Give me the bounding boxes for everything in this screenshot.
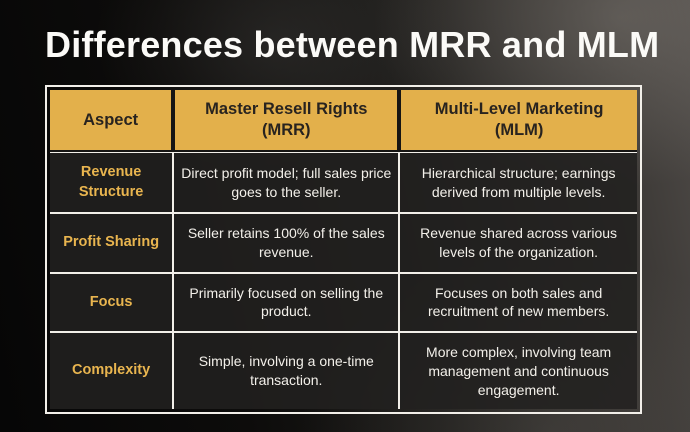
- column-header-aspect: Aspect: [50, 90, 174, 153]
- table-header-row: Aspect Master Resell Rights (MRR) Multi-…: [50, 90, 637, 153]
- mlm-value-cell: Focuses on both sales and recruitment of…: [399, 272, 637, 333]
- table-row-focus: Focus Primarily focused on selling the p…: [50, 272, 637, 333]
- aspect-label: Focus: [50, 272, 174, 333]
- aspect-label: Complexity: [50, 332, 174, 410]
- aspect-label: Revenue Structure: [50, 152, 174, 214]
- table-row-profit-sharing: Profit Sharing Seller retains 100% of th…: [50, 213, 637, 273]
- comparison-table-frame: Aspect Master Resell Rights (MRR) Multi-…: [45, 85, 642, 415]
- mrr-value-cell: Direct profit model; full sales price go…: [173, 152, 400, 214]
- column-header-mlm: Multi-Level Marketing (MLM): [399, 90, 637, 153]
- slide-title: Differences between MRR and MLM: [45, 24, 660, 65]
- comparison-table: Aspect Master Resell Rights (MRR) Multi-…: [50, 90, 637, 410]
- table-row-revenue-structure: Revenue Structure Direct profit model; f…: [50, 152, 637, 214]
- table-row-complexity: Complexity Simple, involving a one-time …: [50, 332, 637, 410]
- mlm-value-cell: More complex, involving team management …: [399, 332, 637, 410]
- aspect-label: Profit Sharing: [50, 213, 174, 273]
- mrr-value-cell: Simple, involving a one-time transaction…: [173, 332, 400, 410]
- mrr-value-cell: Primarily focused on selling the product…: [173, 272, 400, 333]
- column-header-mrr: Master Resell Rights (MRR): [173, 90, 400, 153]
- mlm-value-cell: Revenue shared across various levels of …: [399, 213, 637, 273]
- mrr-value-cell: Seller retains 100% of the sales revenue…: [173, 213, 400, 273]
- mlm-value-cell: Hierarchical structure; earnings derived…: [399, 152, 637, 214]
